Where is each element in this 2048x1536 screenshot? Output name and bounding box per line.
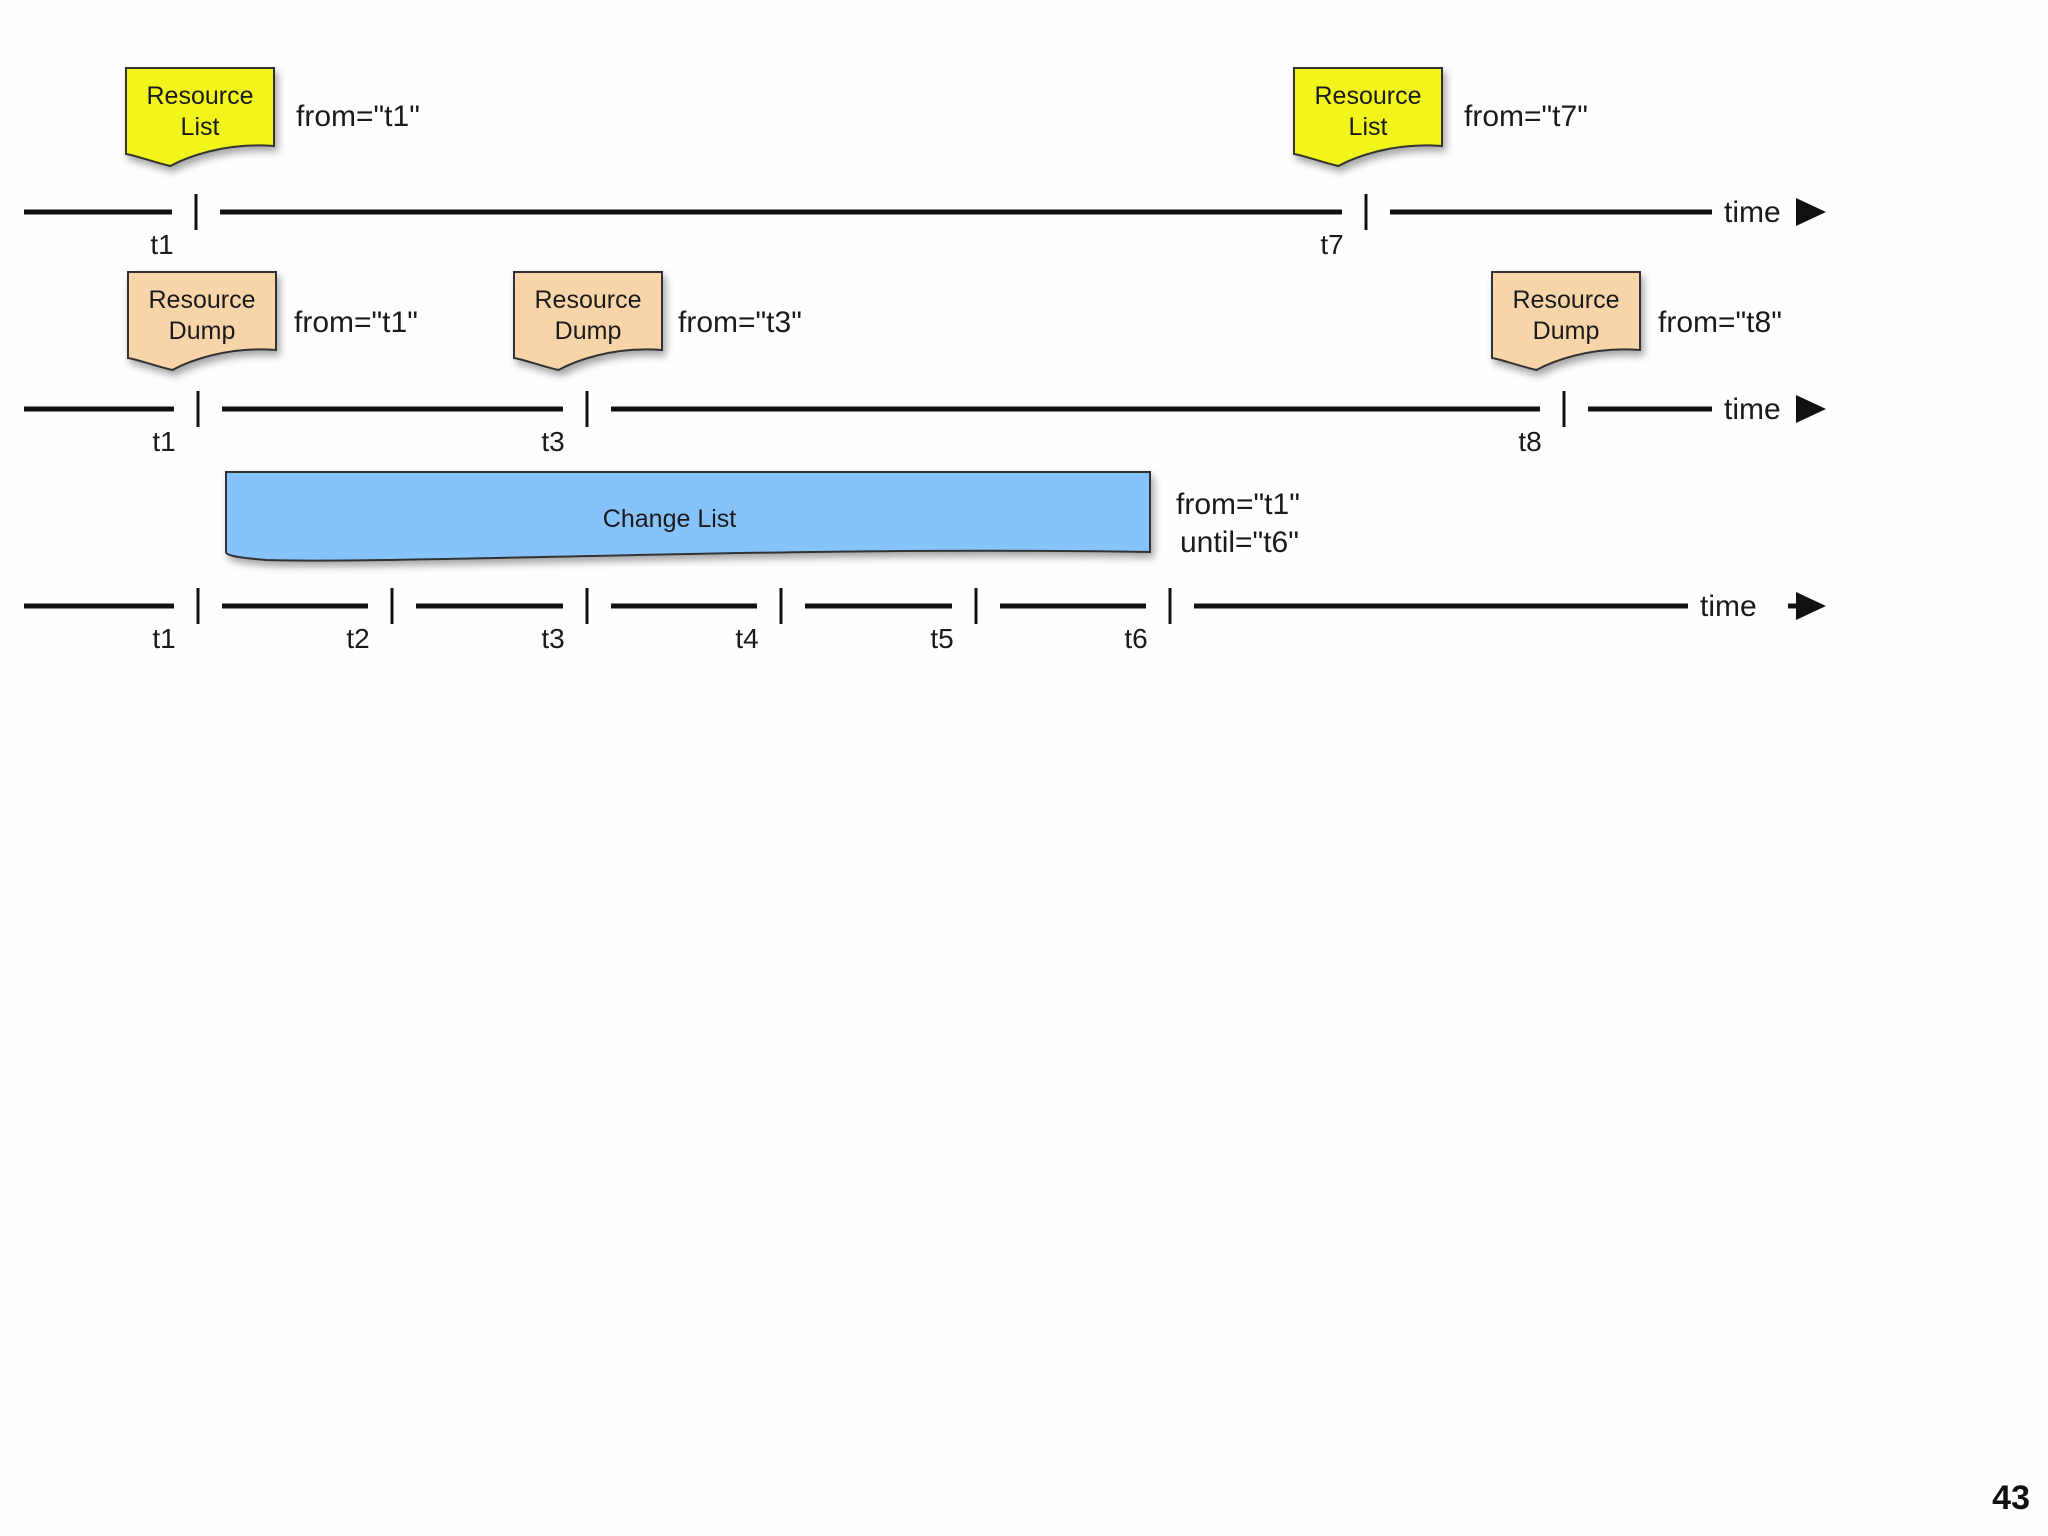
tick-label-t1: t1	[152, 426, 175, 457]
document-shape	[513, 271, 663, 372]
time-arrow-head	[1796, 592, 1826, 620]
document-shape	[125, 67, 275, 168]
document-title-line-1: Resource	[535, 286, 642, 314]
document-title-line-1: Resource	[1315, 82, 1422, 110]
document-title-line-1: Resource	[147, 82, 254, 110]
document-shape	[1293, 67, 1443, 168]
time-arrow-head	[1796, 198, 1826, 226]
document-from-attribute: from="t1"	[296, 100, 420, 133]
tick-label-t4: t4	[735, 623, 758, 654]
tick-label-t6: t6	[1124, 623, 1147, 654]
page-number: 43	[1992, 1479, 2030, 1517]
document-title-line-1: Resource	[1513, 286, 1620, 314]
time-label: time	[1724, 393, 1781, 426]
document-from-attribute: from="t8"	[1658, 306, 1782, 339]
document-title-line-2: Dump	[1533, 317, 1600, 345]
change-list-shape	[225, 471, 1151, 562]
tick-label-t1: t1	[150, 229, 173, 260]
tick-label-t3: t3	[541, 426, 564, 457]
change-list-timeline: t1 t2 t3 t4 t5 t6 time Change List from="t1" unti…	[24, 471, 1826, 654]
change-list-label: Change List	[603, 505, 736, 533]
document-from-attribute: from="t1"	[294, 306, 418, 339]
document-from-attribute: from="t3"	[678, 306, 802, 339]
tick-label-t1: t1	[152, 623, 175, 654]
time-label: time	[1700, 590, 1757, 623]
document-title-line-2: Dump	[555, 317, 622, 345]
tick-label-t8: t8	[1518, 426, 1541, 457]
document-title-line-2: Dump	[169, 317, 236, 345]
document-shape	[127, 271, 277, 372]
tick-label-t5: t5	[930, 623, 953, 654]
change-list-document: Change List	[225, 471, 1151, 562]
time-arrow-head	[1796, 395, 1826, 423]
document-shape	[1491, 271, 1641, 372]
document-title-line-2: List	[181, 113, 220, 141]
document-from-attribute: from="t7"	[1464, 100, 1588, 133]
change-list-from-attribute: from="t1"	[1176, 488, 1300, 521]
time-label: time	[1724, 196, 1781, 229]
tick-label-t3: t3	[541, 623, 564, 654]
document-title-line-1: Resource	[149, 286, 256, 314]
tick-label-t7: t7	[1320, 229, 1343, 260]
tick-label-t2: t2	[346, 623, 369, 654]
document-title-line-2: List	[1349, 113, 1388, 141]
change-list-until-attribute: until="t6"	[1180, 526, 1299, 559]
